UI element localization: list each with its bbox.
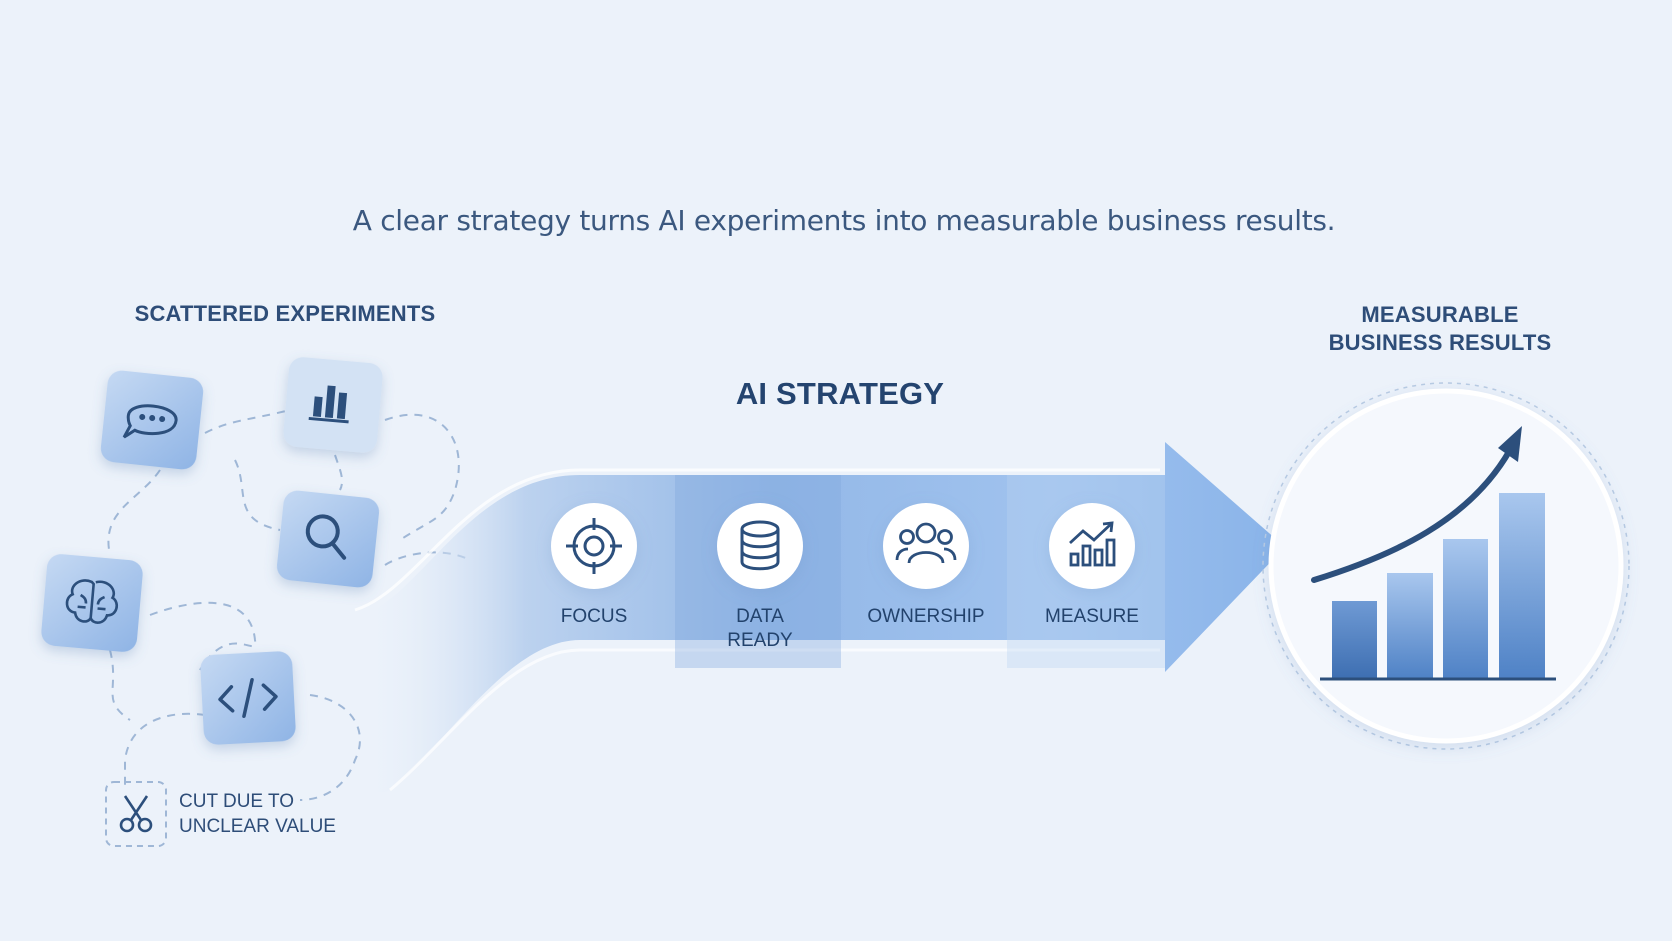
strategy-band-highlight <box>354 468 1160 612</box>
result-bar-1 <box>1332 601 1377 678</box>
tile-code <box>200 651 296 745</box>
cut-label: CUT DUE TO UNCLEAR VALUE <box>179 789 379 839</box>
people-icon <box>895 522 957 564</box>
results-title-line2: BUSINESS RESULTS <box>1328 330 1552 355</box>
search-icon <box>305 514 347 560</box>
cut-label-line1: CUT DUE TO <box>179 791 295 812</box>
step-data-ready <box>717 503 803 589</box>
tile-chat <box>100 370 204 470</box>
step-focus-circle <box>551 503 637 589</box>
results-bar-chart <box>1311 426 1556 681</box>
growth-arrow-icon <box>1311 447 1513 583</box>
scissors-icon <box>119 795 153 833</box>
bar-chart-icon <box>308 385 349 424</box>
growth-arrow-head <box>1498 426 1522 462</box>
step-ownership-circle <box>883 503 969 589</box>
result-bar-4 <box>1499 493 1545 678</box>
tile-search <box>276 490 380 588</box>
step-measure <box>1049 503 1135 589</box>
ai-strategy-title: AI STRATEGY <box>735 376 945 411</box>
chart-up-icon <box>1069 521 1116 567</box>
step-label-focus: FOCUS <box>514 605 674 629</box>
step-label-measure: MEASURE <box>1012 605 1172 629</box>
tile-brain <box>41 554 143 652</box>
tile-bar-chart <box>283 357 383 453</box>
step-focus <box>551 503 637 589</box>
step-ownership <box>883 503 969 589</box>
step-label-focus-line1: FOCUS <box>560 606 628 627</box>
step-label-measure-line1: MEASURE <box>1045 606 1139 627</box>
step-measure-circle <box>1049 503 1135 589</box>
step-label-data-line2: READY <box>727 630 793 651</box>
results-title: MEASURABLE BUSINESS RESULTS <box>1290 301 1590 357</box>
code-icon <box>218 678 278 718</box>
result-bar-2 <box>1387 573 1433 678</box>
tagline: A clear strategy turns AI experiments in… <box>352 204 1336 237</box>
results-title-line1: MEASURABLE <box>1361 302 1519 327</box>
cut-label-line2: UNCLEAR VALUE <box>179 816 336 837</box>
step-label-ownership: OWNERSHIP <box>846 605 1006 629</box>
scattered-experiments-title: SCATTERED EXPERIMENTS <box>134 301 436 326</box>
step-label-data-ready: DATA READY <box>680 605 840 653</box>
strategy-band-lower-edge <box>389 648 1160 792</box>
results-circle <box>1262 382 1630 750</box>
step-label-ownership-line1: OWNERSHIP <box>867 606 985 627</box>
database-icon <box>740 520 780 571</box>
chat-bubble-icon <box>122 404 178 439</box>
result-bar-3 <box>1443 539 1488 678</box>
cut-box <box>105 781 167 847</box>
brain-icon <box>65 579 119 624</box>
target-icon <box>566 518 622 574</box>
step-label-data-line1: DATA <box>736 606 784 627</box>
